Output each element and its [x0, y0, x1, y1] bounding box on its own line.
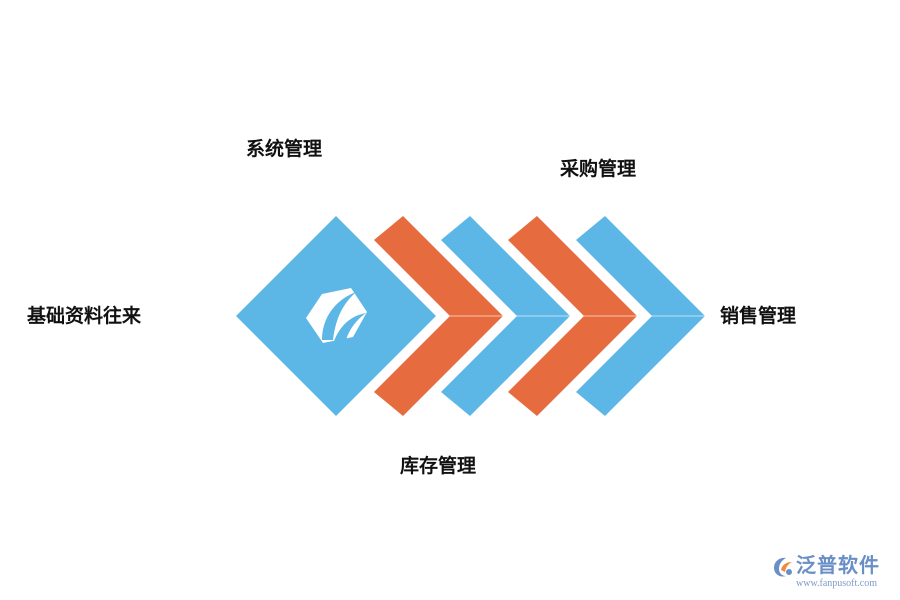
chevron-blue-1	[441, 216, 570, 416]
label-purchase-management: 采购管理	[560, 158, 637, 180]
fanpu-logo-icon	[774, 557, 792, 577]
label-sales-management: 销售管理	[720, 305, 797, 327]
label-system-management: 系统管理	[246, 138, 323, 160]
watermark-url: www.fanpusoft.com	[796, 578, 878, 589]
label-basic-data: 基础资料往来	[27, 305, 142, 327]
watermark-brand: 泛普软件	[796, 553, 880, 577]
chevron-blue-2	[576, 216, 705, 416]
watermark: 泛普软件 www.fanpusoft.com	[768, 554, 893, 598]
hexagon-leaf-logo-icon	[306, 288, 367, 343]
chevron-orange-1	[374, 216, 503, 416]
chevron-orange-2	[508, 216, 637, 416]
label-inventory-management: 库存管理	[400, 455, 477, 477]
